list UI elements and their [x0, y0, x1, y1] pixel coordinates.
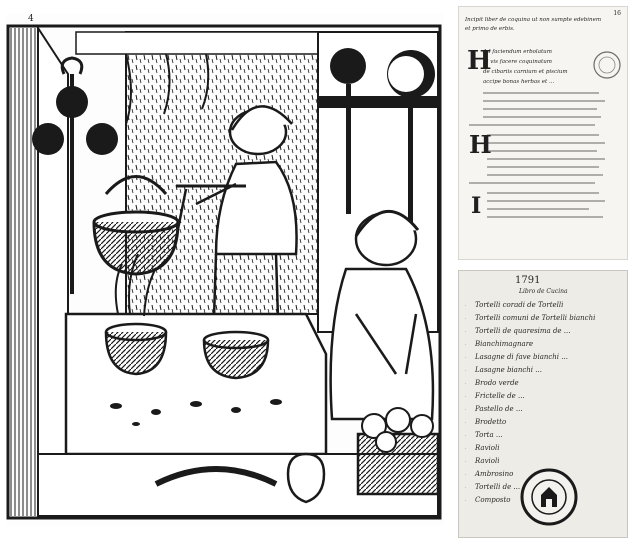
manuscript-line-5: de cibariis carnium et piscium: [483, 69, 568, 75]
manuscript-line-6: accipe bonas herbas et ...: [483, 79, 555, 85]
list-item: ·Brodetto: [465, 418, 507, 426]
list-item: ·Tortelli comuni de Tortelli bianchi: [465, 314, 596, 322]
list-item: ·Lasagne di fave bianchi ...: [465, 353, 568, 361]
list-item: ·Pastello de ...: [465, 405, 523, 413]
list-item: ·Frictelle de ...: [465, 392, 525, 400]
manuscript-script-lines: H H I: [467, 46, 621, 219]
manuscript-line-2: et primo de erbis.: [465, 26, 515, 32]
list-item: ·Tortelli coradi de Tortelli: [465, 301, 564, 309]
list-item: ·Lasagne bianchi ...: [465, 366, 542, 374]
list-item: ·Ravioli: [465, 457, 500, 465]
svg-text:H: H: [469, 130, 492, 159]
woodcut-kitchen-illustration: 4: [6, 14, 444, 526]
list-item: ·Composto: [465, 496, 511, 504]
svg-text:H: H: [467, 46, 492, 76]
woodcut-page-mark: 4: [28, 14, 34, 24]
woodcut-drawing: [6, 24, 442, 520]
manuscript-line-4: Si vis facere coquinatum: [483, 59, 552, 65]
list-item: ·Tortelli de ...: [465, 483, 521, 491]
manuscript-page-bottom: 1791 Libro de Cucina ·Tortelli coradi de…: [458, 270, 628, 538]
manuscript-page-top: 16 Incipit liber de coquina ut non sumpt…: [458, 6, 628, 260]
manuscript-line-1: Incipit liber de coquina ut non sumpte e…: [465, 17, 602, 23]
list-item: ·Ambrosino: [465, 470, 514, 478]
manuscript-corner-number: 16: [613, 10, 621, 17]
manuscript-line-3: Ad faciendum erbolatum: [483, 49, 552, 55]
library-stamp: [520, 468, 578, 526]
manuscript-list-header: 1791: [515, 275, 541, 286]
list-item: ·Ravioli: [465, 444, 500, 452]
list-item: ·Brodo verde: [465, 379, 519, 387]
svg-text:I: I: [471, 193, 481, 219]
list-item: ·Torta ...: [465, 431, 503, 439]
list-item: ·Bianchimagnare: [465, 340, 534, 348]
list-item: ·Tortelli de quaresima de ...: [465, 327, 571, 335]
manuscript-list-subheader: Libro de Cucina: [519, 288, 568, 295]
